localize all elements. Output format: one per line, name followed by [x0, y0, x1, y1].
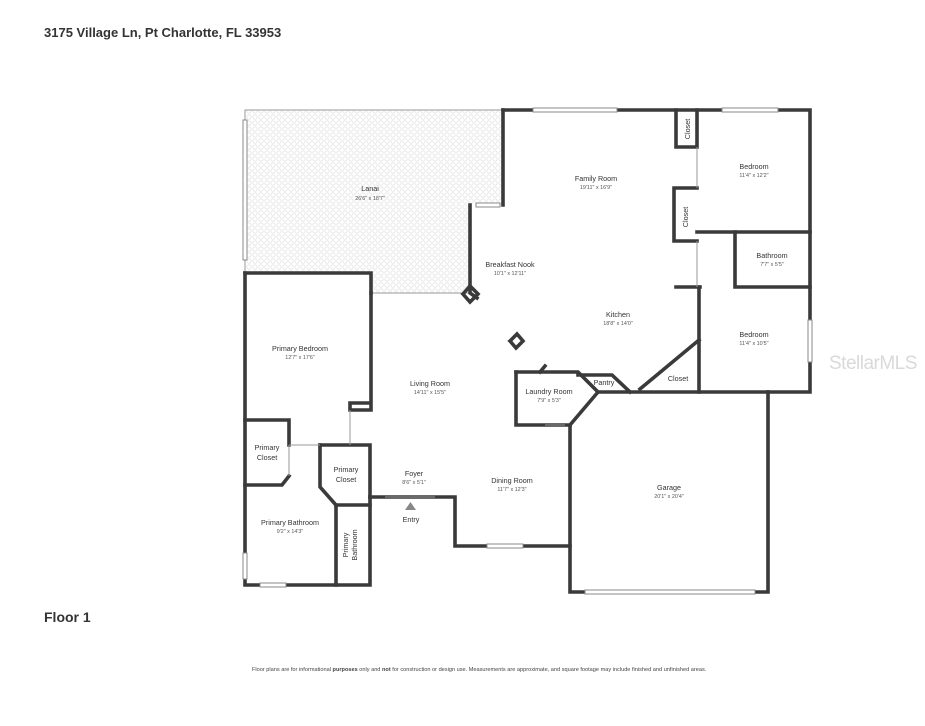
closet-mid-label: Closet: [681, 207, 690, 227]
room-labels: Lanai 26'6" x 18'7" Family Room 19'11" x…: [255, 119, 788, 561]
breakfast-nook-dims: 10'1" x 12'11": [494, 271, 526, 277]
dining-room-dims: 11'7" x 12'3": [497, 487, 526, 493]
floor-label: Floor 1: [44, 609, 91, 625]
bedroom-2-label: Bedroom: [739, 330, 768, 339]
disclaimer-bold-2: not: [381, 667, 391, 673]
disclaimer-part-2: only and: [357, 667, 382, 673]
primary-bathroom-dims: 9'2" x 14'3": [277, 529, 304, 535]
door-openings: [288, 147, 698, 498]
laundry-room-dims: 7'9" x 5'3": [537, 398, 561, 404]
primary-bedroom-dims: 12'7" x 17'6": [285, 355, 315, 361]
garage-label: Garage: [657, 483, 681, 492]
windows: [242, 107, 813, 595]
watermark-logo: StellarMLS: [829, 353, 917, 374]
lanai-dims: 26'6" x 18'7": [355, 196, 385, 202]
living-room-dims: 14'11" x 15'5": [414, 390, 446, 396]
primary-closet-1-line1: Primary: [255, 443, 280, 452]
primary-bathroom-label: Primary Bathroom: [261, 518, 319, 527]
primary-closet-2-line2: Closet: [336, 475, 356, 484]
garage-dims: 20'1" x 20'4": [654, 494, 684, 500]
disclaimer: Floor plans are for informational purpos…: [252, 667, 706, 673]
closet-right-label: Closet: [668, 374, 688, 383]
lanai-floor: [245, 110, 503, 293]
foyer-dims: 8'6" x 5'1": [402, 480, 426, 486]
bathroom-dims: 7'7" x 5'5": [760, 262, 784, 268]
kitchen-dims: 18'8" x 14'0": [603, 321, 633, 327]
dining-room-label: Dining Room: [491, 476, 533, 485]
bedroom-1-label: Bedroom: [739, 162, 768, 171]
lanai-label: Lanai: [361, 184, 379, 193]
laundry-room-label: Laundry Room: [525, 387, 572, 396]
walls: [243, 108, 812, 594]
disclaimer-part-3: for construction or design use. Measurem…: [390, 667, 707, 673]
property-address: 3175 Village Ln, Pt Charlotte, FL 33953: [44, 25, 282, 40]
primary-bathroom-2-line1: Primary: [341, 532, 350, 557]
bedroom-2-dims: 11'4" x 10'5": [739, 341, 768, 347]
breakfast-nook-label: Breakfast Nook: [485, 260, 535, 269]
family-room-dims: 19'11" x 16'9": [580, 185, 612, 191]
primary-bathroom-2-line2: Bathroom: [350, 529, 359, 560]
closet-top-label: Closet: [683, 119, 692, 139]
disclaimer-part-1: Floor plans are for informational: [252, 667, 333, 673]
primary-bedroom-label: Primary Bedroom: [272, 344, 328, 353]
foyer-label: Foyer: [405, 469, 424, 478]
primary-closet-1-line2: Closet: [257, 453, 277, 462]
entry-label: Entry: [403, 515, 420, 524]
bedroom-1-dims: 11'4" x 12'2": [739, 173, 768, 179]
primary-closet-2-line1: Primary: [334, 465, 359, 474]
family-room-label: Family Room: [575, 174, 617, 183]
living-room-label: Living Room: [410, 379, 450, 388]
entry-arrow-icon: [405, 502, 416, 510]
kitchen-label: Kitchen: [606, 310, 630, 319]
pantry-label: Pantry: [594, 378, 615, 387]
bathroom-label: Bathroom: [756, 251, 787, 260]
disclaimer-bold-1: purposes: [332, 667, 358, 673]
